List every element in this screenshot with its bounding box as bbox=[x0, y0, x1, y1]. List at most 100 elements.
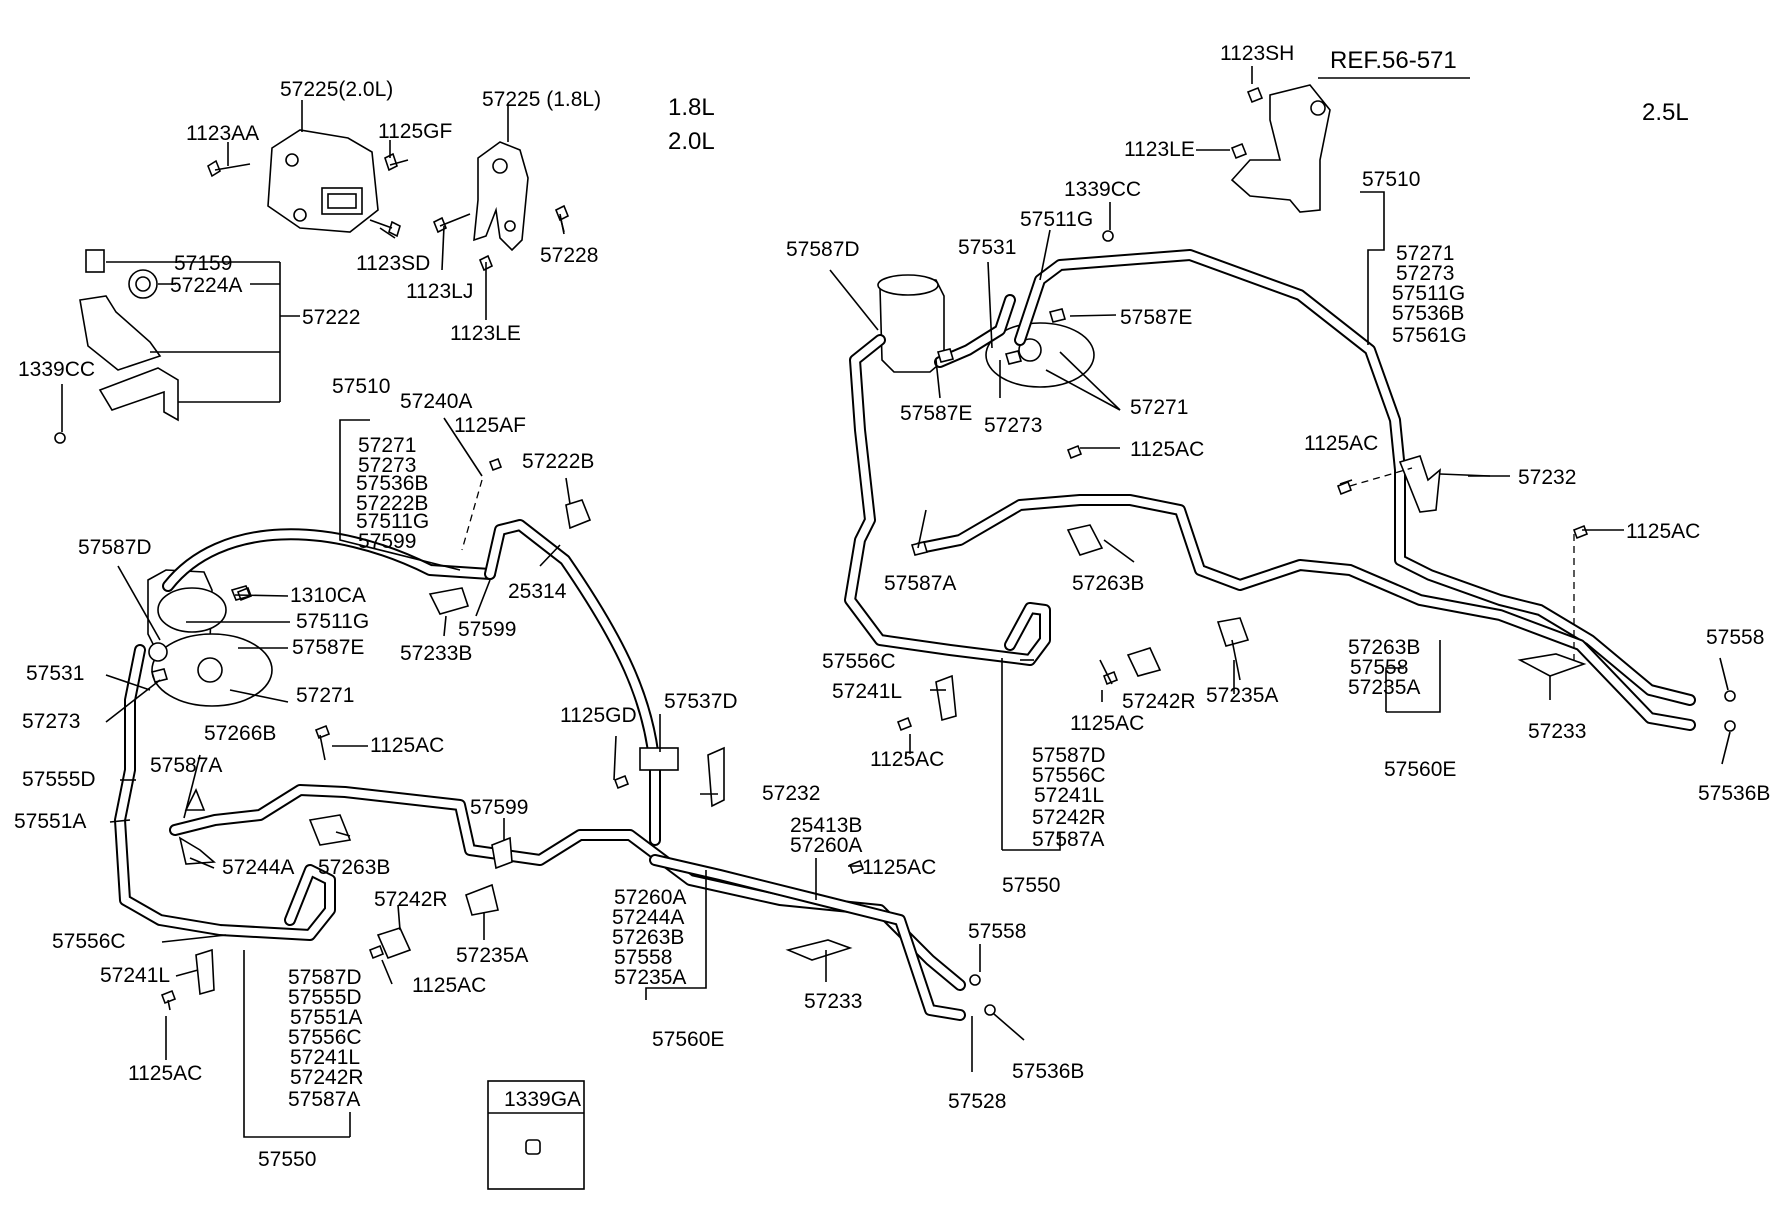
label-57235a-r: 57235A bbox=[1206, 684, 1278, 707]
label-57587e: 57587E bbox=[292, 636, 364, 659]
label-57159: 57159 bbox=[174, 252, 232, 275]
label-57558: 57558 bbox=[968, 920, 1026, 943]
label-57273-r: 57273 bbox=[984, 414, 1042, 437]
label-1123le: 1123LE bbox=[450, 322, 521, 345]
label-57587a: 57587A bbox=[150, 754, 222, 777]
label-57528: 57528 bbox=[948, 1090, 1006, 1113]
label-57531-r: 57531 bbox=[958, 236, 1016, 259]
label-57556c-list: 57556C bbox=[288, 1026, 362, 1049]
label-1125ac-r4: 1125AC bbox=[1070, 712, 1144, 735]
label-57599-list: 57599 bbox=[358, 530, 416, 553]
label-57531: 57531 bbox=[26, 662, 84, 685]
label-25413b: 25413B bbox=[790, 814, 862, 837]
label-57536b: 57536B bbox=[356, 472, 428, 495]
label-57510-b: 57510 bbox=[1362, 168, 1420, 191]
label-57587d-list: 57587D bbox=[288, 966, 362, 989]
label-57599: 57599 bbox=[458, 618, 516, 641]
label-57587d-r: 57587D bbox=[786, 238, 860, 261]
label-1125ac-r5: 1125AC bbox=[870, 748, 944, 771]
left-system-drawing bbox=[54, 129, 996, 1190]
label-1125ac-r1: 1125AC bbox=[1130, 438, 1204, 461]
label-57271-r: 57271 bbox=[1130, 396, 1188, 419]
label-57556c: 57556C bbox=[52, 930, 126, 953]
label-57273-list-r: 57273 bbox=[1396, 262, 1454, 285]
label-57561g: 57561G bbox=[1392, 324, 1467, 347]
label-57242r-list-r: 57242R bbox=[1032, 806, 1106, 829]
label-57556c-list-r: 57556C bbox=[1032, 764, 1106, 787]
label-57536b-b: 57536B bbox=[1012, 1060, 1084, 1083]
label-57260a-list: 57260A bbox=[614, 886, 686, 909]
label-1125gd: 1125GD bbox=[560, 704, 637, 727]
label-1123aa: 1123AA bbox=[186, 122, 259, 145]
label-57244a-list: 57244A bbox=[612, 906, 684, 929]
label-1310ca: 1310CA bbox=[290, 584, 366, 607]
label-57271-b: 57271 bbox=[296, 684, 354, 707]
label-57555d: 57555D bbox=[22, 768, 96, 791]
label-57235a-list: 57235A bbox=[614, 966, 686, 989]
label-57232-r: 57232 bbox=[1518, 466, 1576, 489]
label-57587d: 57587D bbox=[78, 536, 152, 559]
label-57558-r: 57558 bbox=[1706, 626, 1764, 649]
label-57235a-list-r: 57235A bbox=[1348, 676, 1420, 699]
label-57555d-list: 57555D bbox=[288, 986, 362, 1009]
label-57222: 57222 bbox=[302, 306, 360, 329]
engine-label-2-5l: 2.5L bbox=[1642, 99, 1689, 126]
label-57271-list-r: 57271 bbox=[1396, 242, 1454, 265]
label-1339cc: 1339CC bbox=[18, 358, 95, 381]
part-labels: 57225(2.0L) 1123AA 1125GF 1123SD 57225 (… bbox=[14, 42, 1770, 1171]
label-57550: 57550 bbox=[258, 1148, 316, 1171]
label-57263b-list-r: 57263B bbox=[1348, 636, 1420, 659]
label-57241l-list: 57241L bbox=[290, 1046, 360, 1069]
label-57222b-list: 57222B bbox=[356, 492, 428, 515]
label-57587e-r2: 57587E bbox=[900, 402, 972, 425]
label-57242r: 57242R bbox=[374, 888, 448, 911]
leader-lines bbox=[61, 66, 1731, 1138]
label-57558-list-r: 57558 bbox=[1350, 656, 1408, 679]
label-57587e-r: 57587E bbox=[1120, 306, 1192, 329]
label-57225-2-0l: 57225(2.0L) bbox=[280, 78, 393, 101]
label-57266b: 57266B bbox=[204, 722, 276, 745]
label-57560e: 57560E bbox=[652, 1028, 724, 1051]
label-57260a: 57260A bbox=[790, 834, 862, 857]
label-57599-b: 57599 bbox=[470, 796, 528, 819]
label-57587d-list-r: 57587D bbox=[1032, 744, 1106, 767]
label-57587a-list: 57587A bbox=[288, 1088, 360, 1111]
label-1125af: 1125AF bbox=[454, 414, 526, 437]
engine-label-2-0l: 2.0L bbox=[668, 128, 715, 155]
label-57242r-list: 57242R bbox=[290, 1066, 364, 1089]
label-1125ac-b: 1125AC bbox=[412, 974, 486, 997]
label-57228: 57228 bbox=[540, 244, 598, 267]
label-57551a: 57551A bbox=[14, 810, 86, 833]
label-57242r-r: 57242R bbox=[1122, 690, 1196, 713]
label-1125ac-r3: 1125AC bbox=[1626, 520, 1700, 543]
label-1123lj: 1123LJ bbox=[406, 280, 473, 303]
label-1125ac-d: 1125AC bbox=[862, 856, 936, 879]
label-25314: 25314 bbox=[508, 580, 567, 603]
label-57560e-r: 57560E bbox=[1384, 758, 1456, 781]
label-57241l-list-r: 57241L bbox=[1034, 784, 1104, 807]
label-57240a: 57240A bbox=[400, 390, 472, 413]
label-57241l: 57241L bbox=[100, 964, 170, 987]
label-57550-r: 57550 bbox=[1002, 874, 1060, 897]
engine-label-1-8l: 1.8L bbox=[668, 94, 715, 121]
label-57556c-r: 57556C bbox=[822, 650, 896, 673]
label-57536b-list-r: 57536B bbox=[1392, 302, 1464, 325]
label-57241l-r: 57241L bbox=[832, 680, 902, 703]
label-57263b: 57263B bbox=[318, 856, 390, 879]
label-1339cc-b: 1339CC bbox=[1064, 178, 1141, 201]
label-57271: 57271 bbox=[358, 434, 416, 457]
label-1125ac-c: 1125AC bbox=[128, 1062, 202, 1085]
label-57233: 57233 bbox=[804, 990, 862, 1013]
label-57263b-r: 57263B bbox=[1072, 572, 1144, 595]
label-57222b: 57222B bbox=[522, 450, 594, 473]
label-1123sd: 1123SD bbox=[356, 252, 430, 275]
label-1125gf: 1125GF bbox=[378, 120, 452, 143]
label-57273: 57273 bbox=[358, 454, 416, 477]
label-57551a-list: 57551A bbox=[290, 1006, 362, 1029]
label-57225-1-8l: 57225 (1.8L) bbox=[482, 88, 601, 111]
ref-label: REF.56-571 bbox=[1330, 47, 1457, 74]
label-57233-r: 57233 bbox=[1528, 720, 1586, 743]
label-57224a: 57224A bbox=[170, 274, 242, 297]
label-57587a-list-r: 57587A bbox=[1032, 828, 1104, 851]
